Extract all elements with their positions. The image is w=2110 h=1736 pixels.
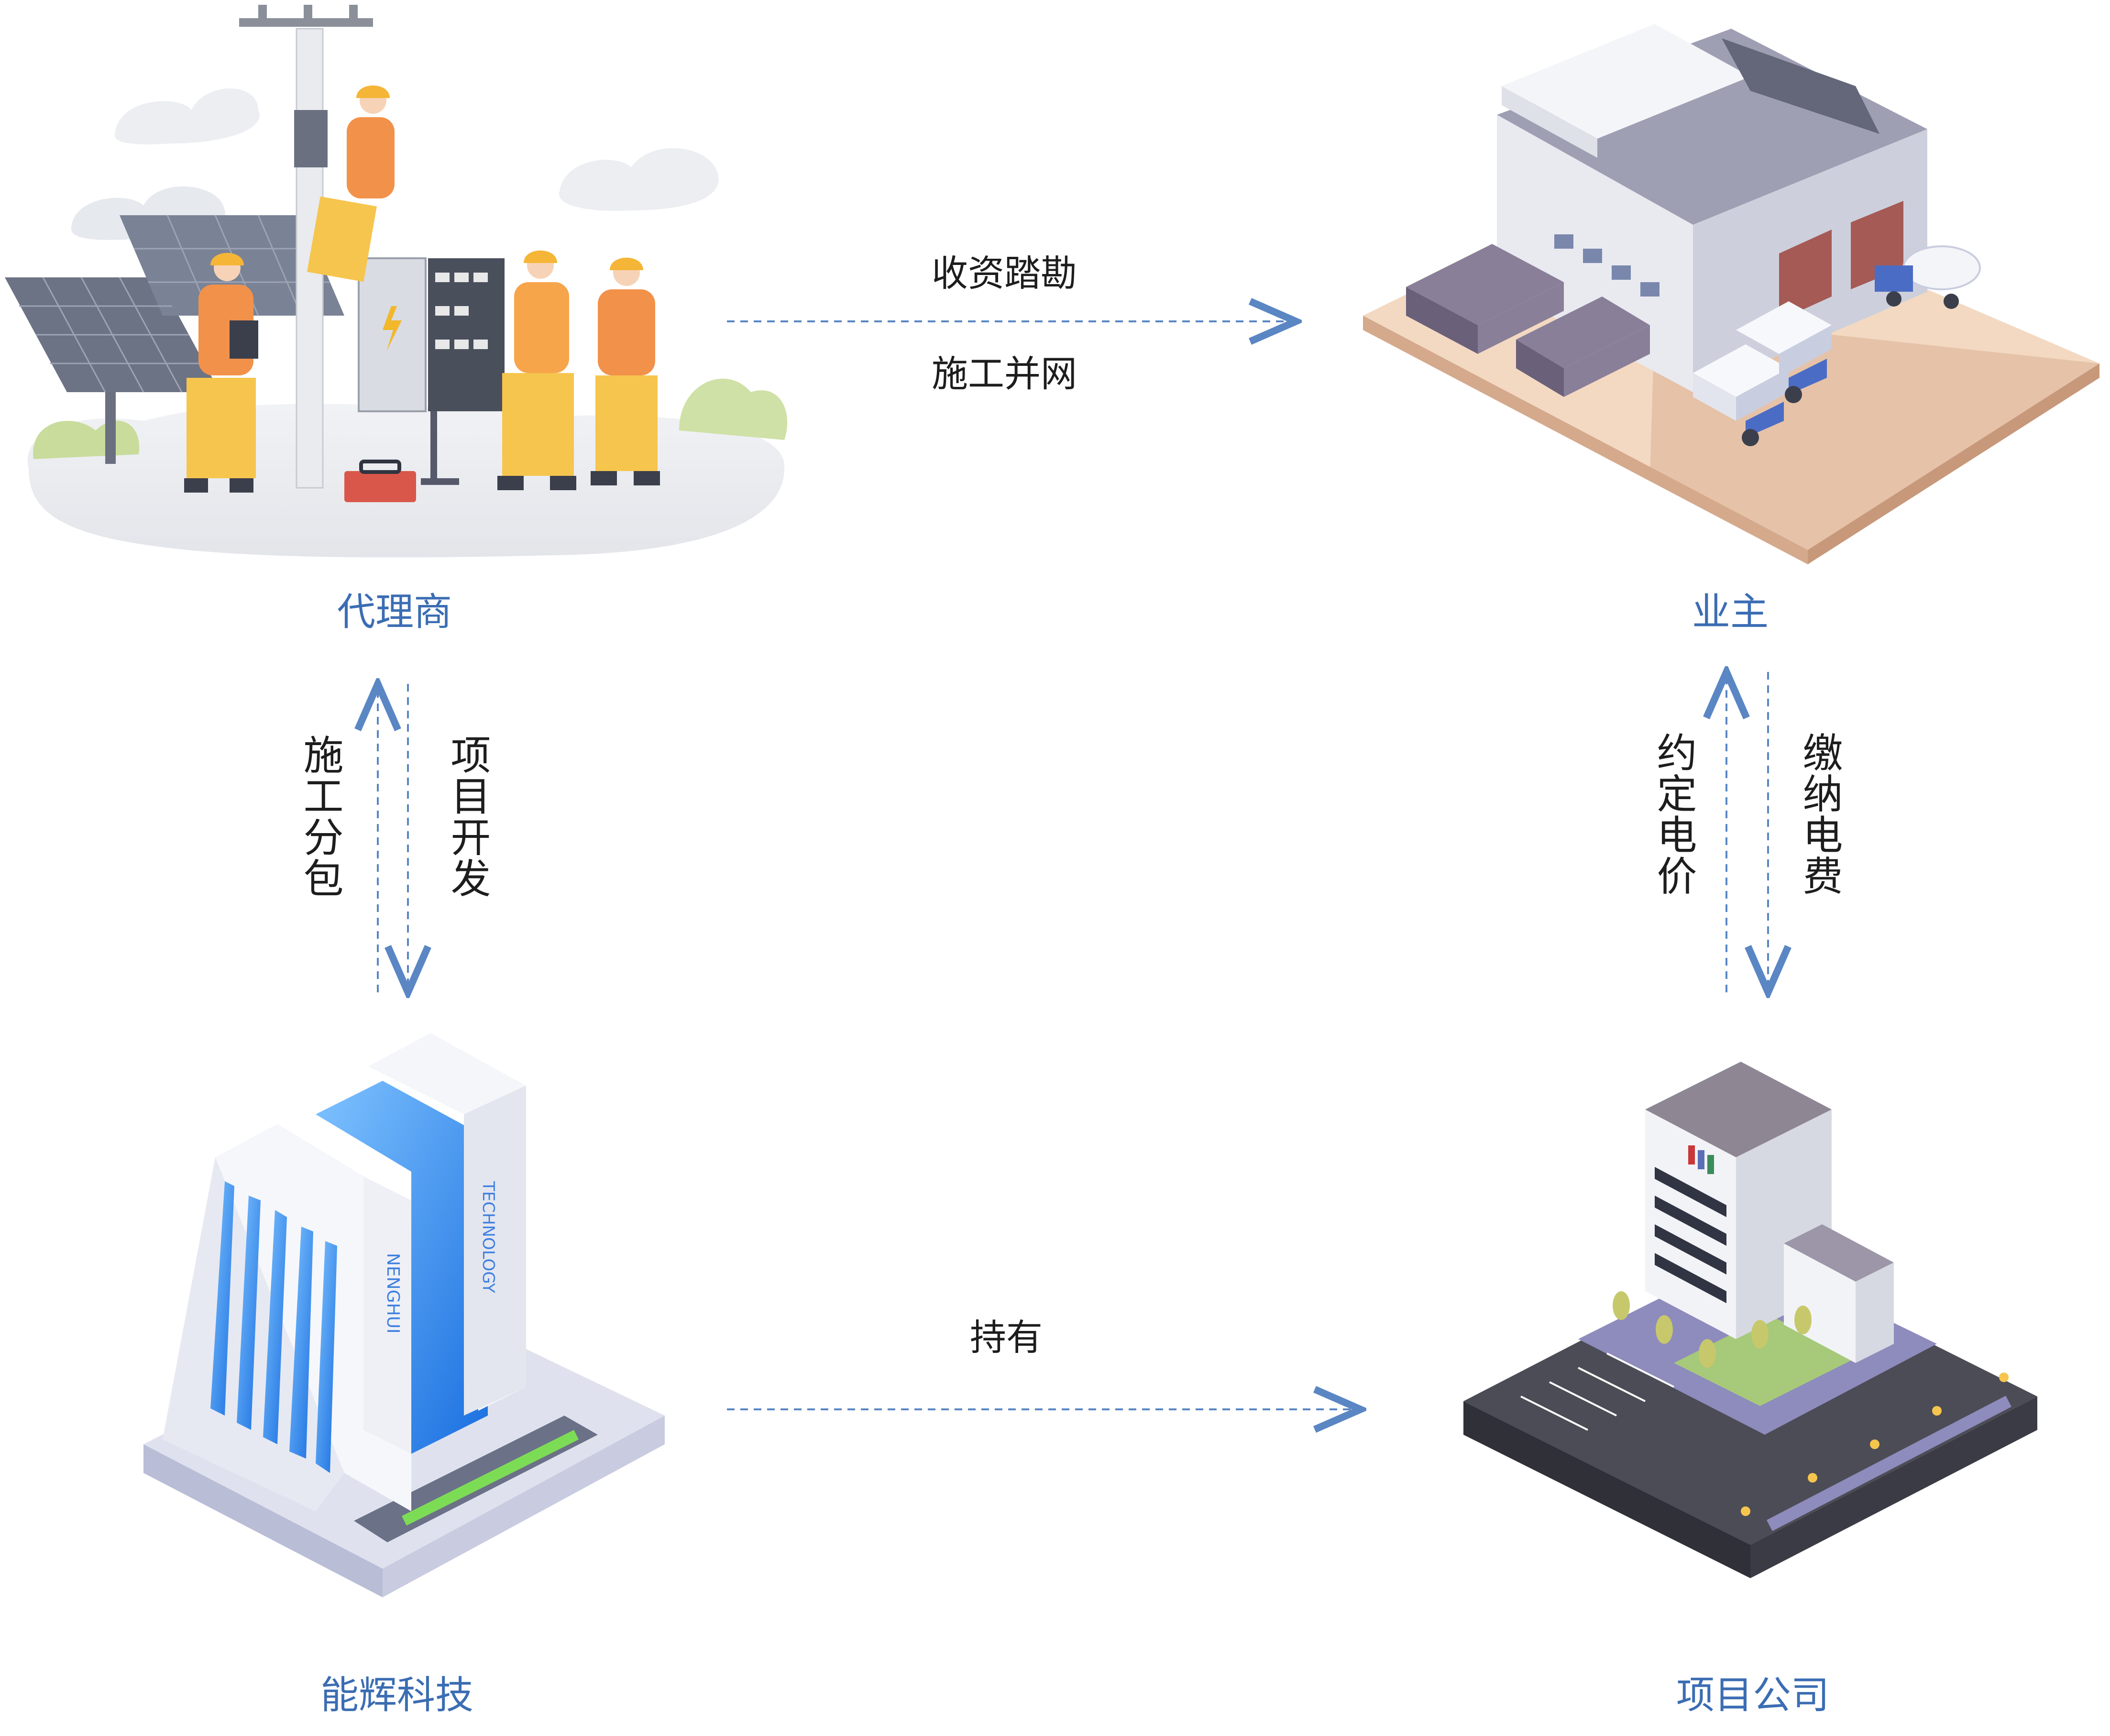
node-label-project-company: 项目公司 <box>1676 1673 1829 1717</box>
agent-illustration <box>5 5 788 558</box>
worker-1 <box>184 253 258 493</box>
tanker-truck <box>1875 245 1981 309</box>
node-label-owner: 业主 <box>1692 590 1769 634</box>
worker-4 <box>591 257 660 485</box>
truck-2 <box>1736 301 1832 403</box>
node-label-agent: 代理商 <box>337 590 452 634</box>
edge-label-survey: 收资踏勘 <box>932 252 1077 295</box>
edge-label-agreed-price: 约定电价 <box>1650 732 1697 896</box>
worker-3 <box>497 250 576 490</box>
edge-label-pay-fees: 缴纳电费 <box>1796 732 1843 896</box>
nenghui-building-text-1: NENGHUI <box>383 1253 403 1334</box>
edge-label-hold: 持有 <box>970 1316 1043 1359</box>
edge-label-project-development: 项目开发 <box>444 734 491 899</box>
edge-label-construction-grid: 施工并网 <box>932 352 1077 395</box>
nenghui-building-text-2: TECHNOLOGY <box>479 1181 498 1293</box>
node-label-nenghui: 能辉科技 <box>320 1673 473 1717</box>
project-company-illustration <box>1463 1062 2037 1578</box>
worker-2 <box>307 85 395 282</box>
nenghui-illustration: NENGHUI TECHNOLOGY <box>143 1033 665 1597</box>
edge-label-subcontract: 施工分包 <box>297 734 344 899</box>
truck-1 <box>1693 344 1789 446</box>
owner-illustration <box>1363 24 2099 564</box>
